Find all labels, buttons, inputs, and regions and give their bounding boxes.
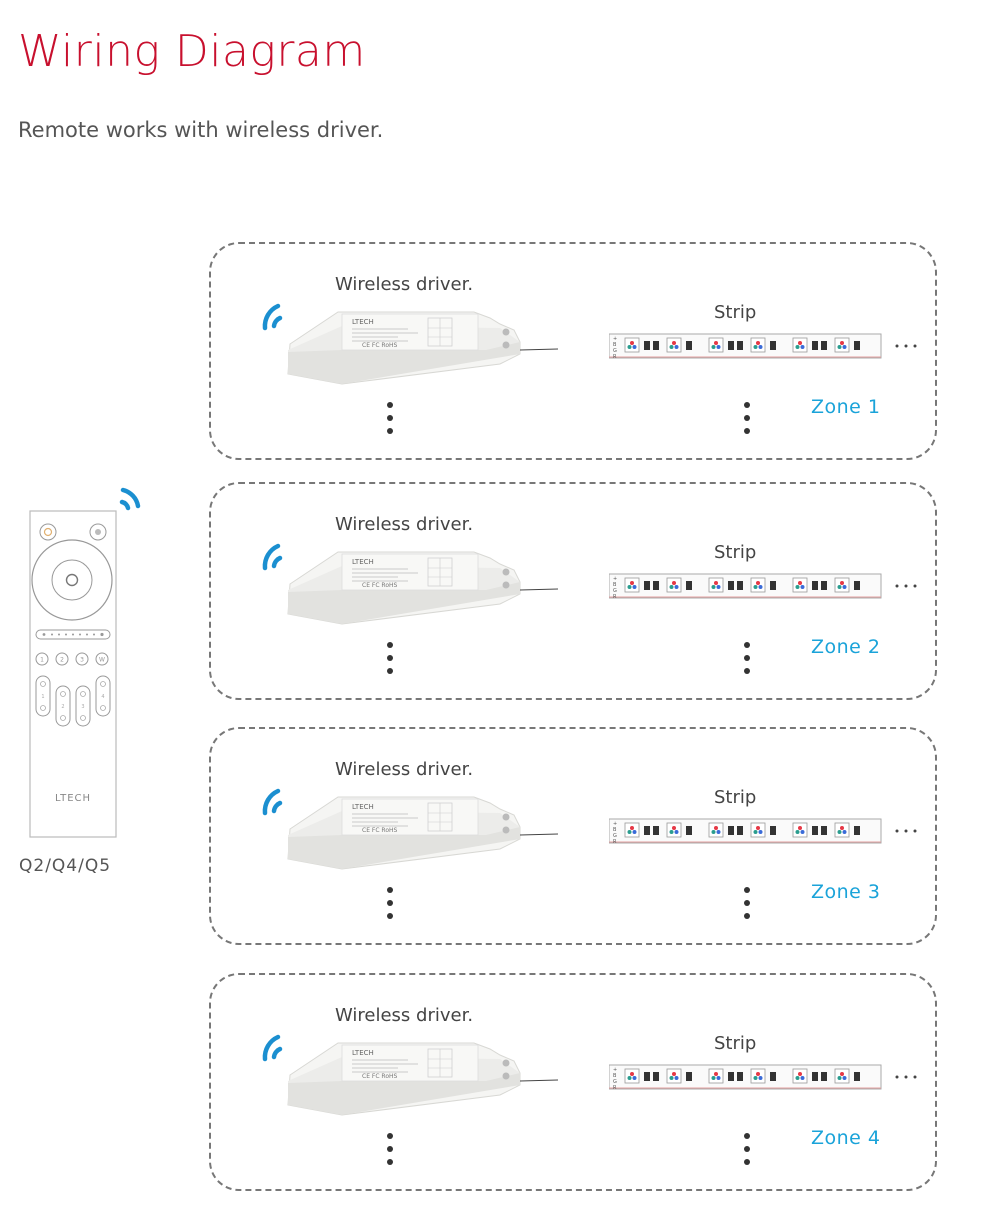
certification-marks: CE FC RoHS (362, 1073, 398, 1080)
svg-text:G: G (613, 348, 617, 354)
more-strips-dots (743, 1133, 751, 1173)
svg-text:B: B (613, 827, 617, 833)
wireless-driver: LTECH CE FC RoHS (262, 303, 558, 385)
brightness-icon (89, 523, 107, 541)
driver-label: Wireless driver. (335, 274, 474, 295)
more-drivers-dots (386, 402, 394, 442)
svg-text:1: 1 (41, 694, 44, 700)
svg-text:1: 1 (40, 657, 44, 664)
driver-brand: LTECH (352, 558, 374, 566)
wifi-signal-icon (262, 1034, 283, 1062)
svg-text:R: R (613, 839, 617, 845)
svg-text:+: + (613, 336, 617, 342)
wifi-signal-icon (262, 303, 283, 331)
svg-text:B: B (613, 342, 617, 348)
wifi-signal-icon (262, 543, 283, 571)
svg-text:R: R (613, 354, 617, 360)
certification-marks: CE FC RoHS (362, 827, 398, 834)
svg-text:2: 2 (60, 657, 64, 664)
svg-text:B: B (613, 582, 617, 588)
svg-text:B: B (613, 1073, 617, 1079)
strip-label: Strip (714, 542, 757, 563)
svg-text:4: 4 (101, 694, 104, 700)
svg-text:3: 3 (81, 704, 84, 710)
svg-text:G: G (613, 1079, 617, 1085)
svg-text:G: G (613, 588, 617, 594)
svg-text:W: W (99, 657, 105, 664)
remote-control: 1 2 3 W 1 2 3 4 LTECH (29, 487, 141, 838)
driver-label: Wireless driver. (335, 759, 474, 780)
more-strips-dots (743, 887, 751, 927)
touch-wheel-icon (31, 539, 113, 621)
driver-brand: LTECH (352, 803, 374, 811)
led-strip: +B GR (609, 818, 917, 845)
wifi-signal-icon (119, 487, 141, 511)
wireless-driver: LTECH CE FC RoHS (262, 543, 558, 625)
wifi-signal-icon (262, 788, 283, 816)
svg-text:+: + (613, 821, 617, 827)
driver-brand: LTECH (352, 318, 374, 326)
svg-text:R: R (613, 1085, 617, 1091)
svg-text:+: + (613, 576, 617, 582)
zone-label: Zone 3 (811, 881, 881, 903)
wireless-driver: LTECH CE FC RoHS (262, 788, 558, 870)
zone-box-3: Wireless driver. Strip Zone 3 LTECH CE F… (209, 727, 937, 945)
driver-label: Wireless driver. (335, 514, 474, 535)
remote-model-label: Q2/Q4/Q5 (19, 856, 112, 876)
zone-box-1: Wireless driver. Strip Zone 1 LTECH CE F… (209, 242, 937, 460)
led-strip: +B GR (609, 1064, 917, 1091)
driver-brand: LTECH (352, 1049, 374, 1057)
strip-label: Strip (714, 302, 757, 323)
zone-label: Zone 1 (811, 396, 881, 418)
zone-box-4: Wireless driver. Strip Zone 4 LTECH CE F… (209, 973, 937, 1191)
svg-text:2: 2 (61, 704, 64, 710)
certification-marks: CE FC RoHS (362, 582, 398, 589)
driver-label: Wireless driver. (335, 1005, 474, 1026)
strip-label: Strip (714, 787, 757, 808)
led-strip: +B GR (609, 573, 917, 600)
wireless-driver: LTECH CE FC RoHS (262, 1034, 558, 1116)
more-drivers-dots (386, 1133, 394, 1173)
page-title: Wiring Diagram (18, 26, 366, 77)
svg-text:+: + (613, 1067, 617, 1073)
svg-text:3: 3 (80, 657, 84, 664)
remote-brand: LTECH (55, 793, 91, 804)
more-drivers-dots (386, 887, 394, 927)
zone-label: Zone 2 (811, 636, 881, 658)
more-strips-dots (743, 402, 751, 442)
svg-text:R: R (613, 594, 617, 600)
power-icon (39, 523, 57, 541)
page-subtitle: Remote works with wireless driver. (18, 118, 384, 142)
more-drivers-dots (386, 642, 394, 682)
led-strip: +B GR (609, 333, 917, 360)
svg-text:G: G (613, 833, 617, 839)
zone-box-2: Wireless driver. Strip Zone 2 LTECH CE F… (209, 482, 937, 700)
zone-label: Zone 4 (811, 1127, 881, 1149)
certification-marks: CE FC RoHS (362, 342, 398, 349)
more-strips-dots (743, 642, 751, 682)
strip-label: Strip (714, 1033, 757, 1054)
